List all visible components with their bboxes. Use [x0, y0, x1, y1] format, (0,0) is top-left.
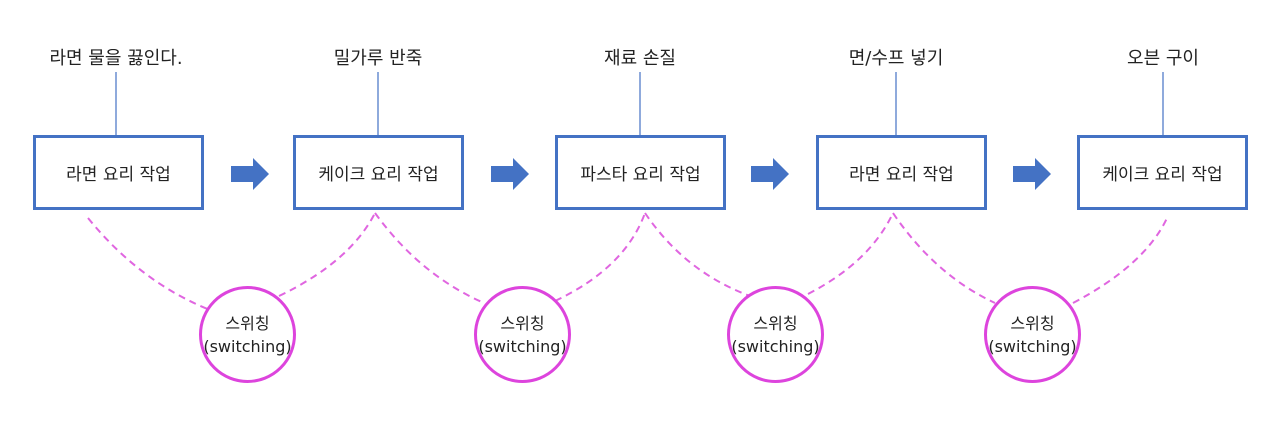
switch-label: 스위칭: [500, 313, 545, 333]
switch-label: 스위칭: [1010, 313, 1055, 333]
task-box-2: 케이크 요리 작업: [293, 135, 464, 210]
switch-dashed-curve: [807, 212, 894, 295]
task-box-3: 파스타 요리 작업: [555, 135, 726, 210]
step-caption: 면/수프 넣기: [848, 48, 944, 69]
switch-node-1: 스위칭 (switching): [199, 286, 296, 383]
task-box-5: 케이크 요리 작업: [1077, 135, 1248, 210]
switch-node-4: 스위칭 (switching): [984, 286, 1081, 383]
step-caption: 오븐 구이: [1127, 48, 1199, 69]
switch-dashed-curve: [278, 212, 376, 297]
flow-arrow-icon: [751, 158, 789, 190]
flow-arrow-icon: [231, 158, 269, 190]
task-label: 케이크 요리 작업: [1102, 165, 1223, 185]
switch-sublabel: (switching): [988, 336, 1077, 356]
flow-arrow-icon: [491, 158, 529, 190]
switch-dashed-curve: [892, 212, 996, 304]
switch-sublabel: (switching): [478, 336, 567, 356]
task-label: 케이크 요리 작업: [318, 165, 439, 185]
task-box-4: 라면 요리 작업: [816, 135, 987, 210]
switch-node-2: 스위칭 (switching): [474, 286, 571, 383]
flow-arrow-icon: [1013, 158, 1051, 190]
task-label: 파스타 요리 작업: [580, 165, 701, 185]
switch-node-3: 스위칭 (switching): [727, 286, 824, 383]
task-label: 라면 요리 작업: [66, 165, 171, 185]
step-caption: 밀가루 반죽: [333, 48, 423, 69]
switch-label: 스위칭: [753, 313, 798, 333]
step-caption: 라면 물을 끓인다.: [49, 48, 183, 69]
task-label: 라면 요리 작업: [849, 165, 954, 185]
switch-dashed-curve: [374, 212, 485, 304]
switch-dashed-curve: [644, 212, 751, 297]
switch-sublabel: (switching): [731, 336, 820, 356]
switch-dashed-curve: [1072, 217, 1168, 304]
switch-dashed-curve: [87, 217, 211, 311]
switch-label: 스위칭: [225, 313, 270, 333]
step-caption: 재료 손질: [604, 48, 676, 69]
switch-dashed-curve: [554, 212, 646, 302]
task-box-1: 라면 요리 작업: [33, 135, 204, 210]
switch-sublabel: (switching): [203, 336, 292, 356]
